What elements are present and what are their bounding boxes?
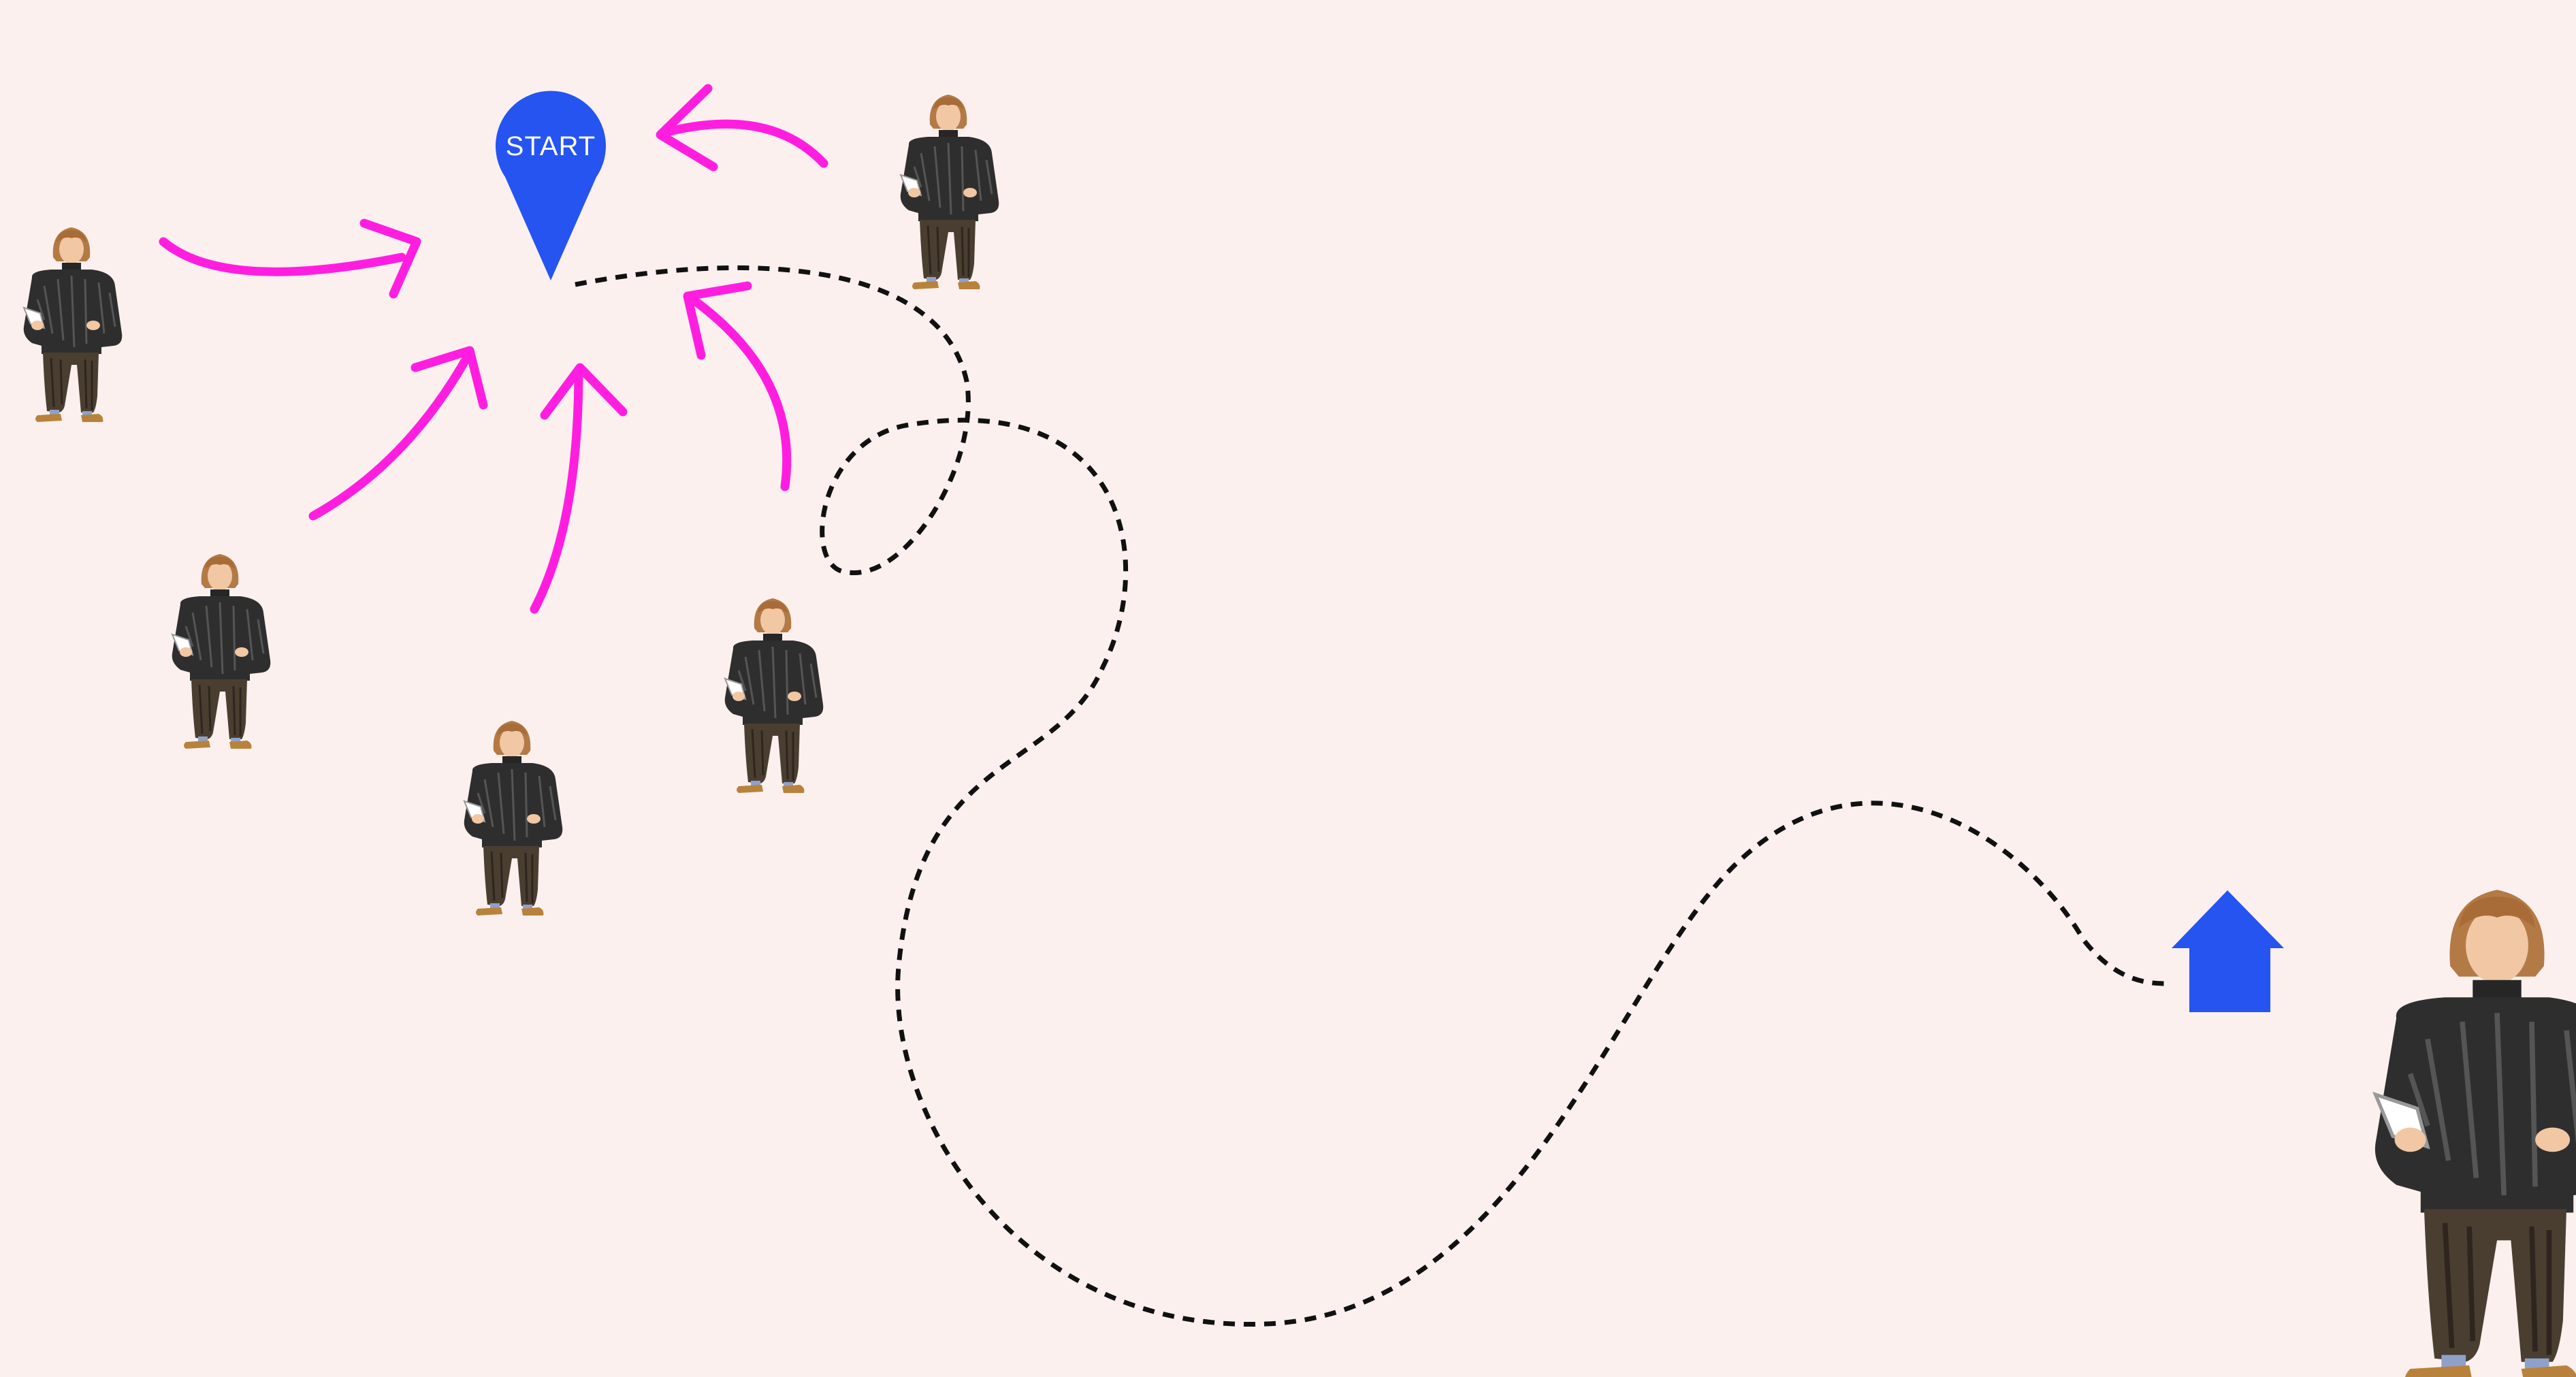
start-pin: START (495, 91, 606, 280)
walking-route-path (575, 265, 2169, 1327)
map-pin-icon (495, 91, 606, 280)
start-label: START (506, 131, 596, 161)
person-illustration (22, 226, 123, 423)
arrow-icon (308, 346, 488, 521)
house-icon (2172, 890, 2284, 1012)
arrows-to-start (159, 84, 828, 614)
person-illustration (2375, 890, 2576, 1377)
person-illustration (899, 93, 1000, 291)
arrow-icon (159, 218, 421, 299)
arrow-icon (683, 281, 792, 491)
home-destination (2172, 890, 2284, 1012)
arrow-icon (656, 84, 828, 172)
arrow-icon (530, 363, 628, 614)
person-illustration (171, 553, 272, 750)
person-illustration (463, 719, 564, 917)
person-illustration (724, 597, 824, 794)
people-group (22, 93, 2576, 1377)
